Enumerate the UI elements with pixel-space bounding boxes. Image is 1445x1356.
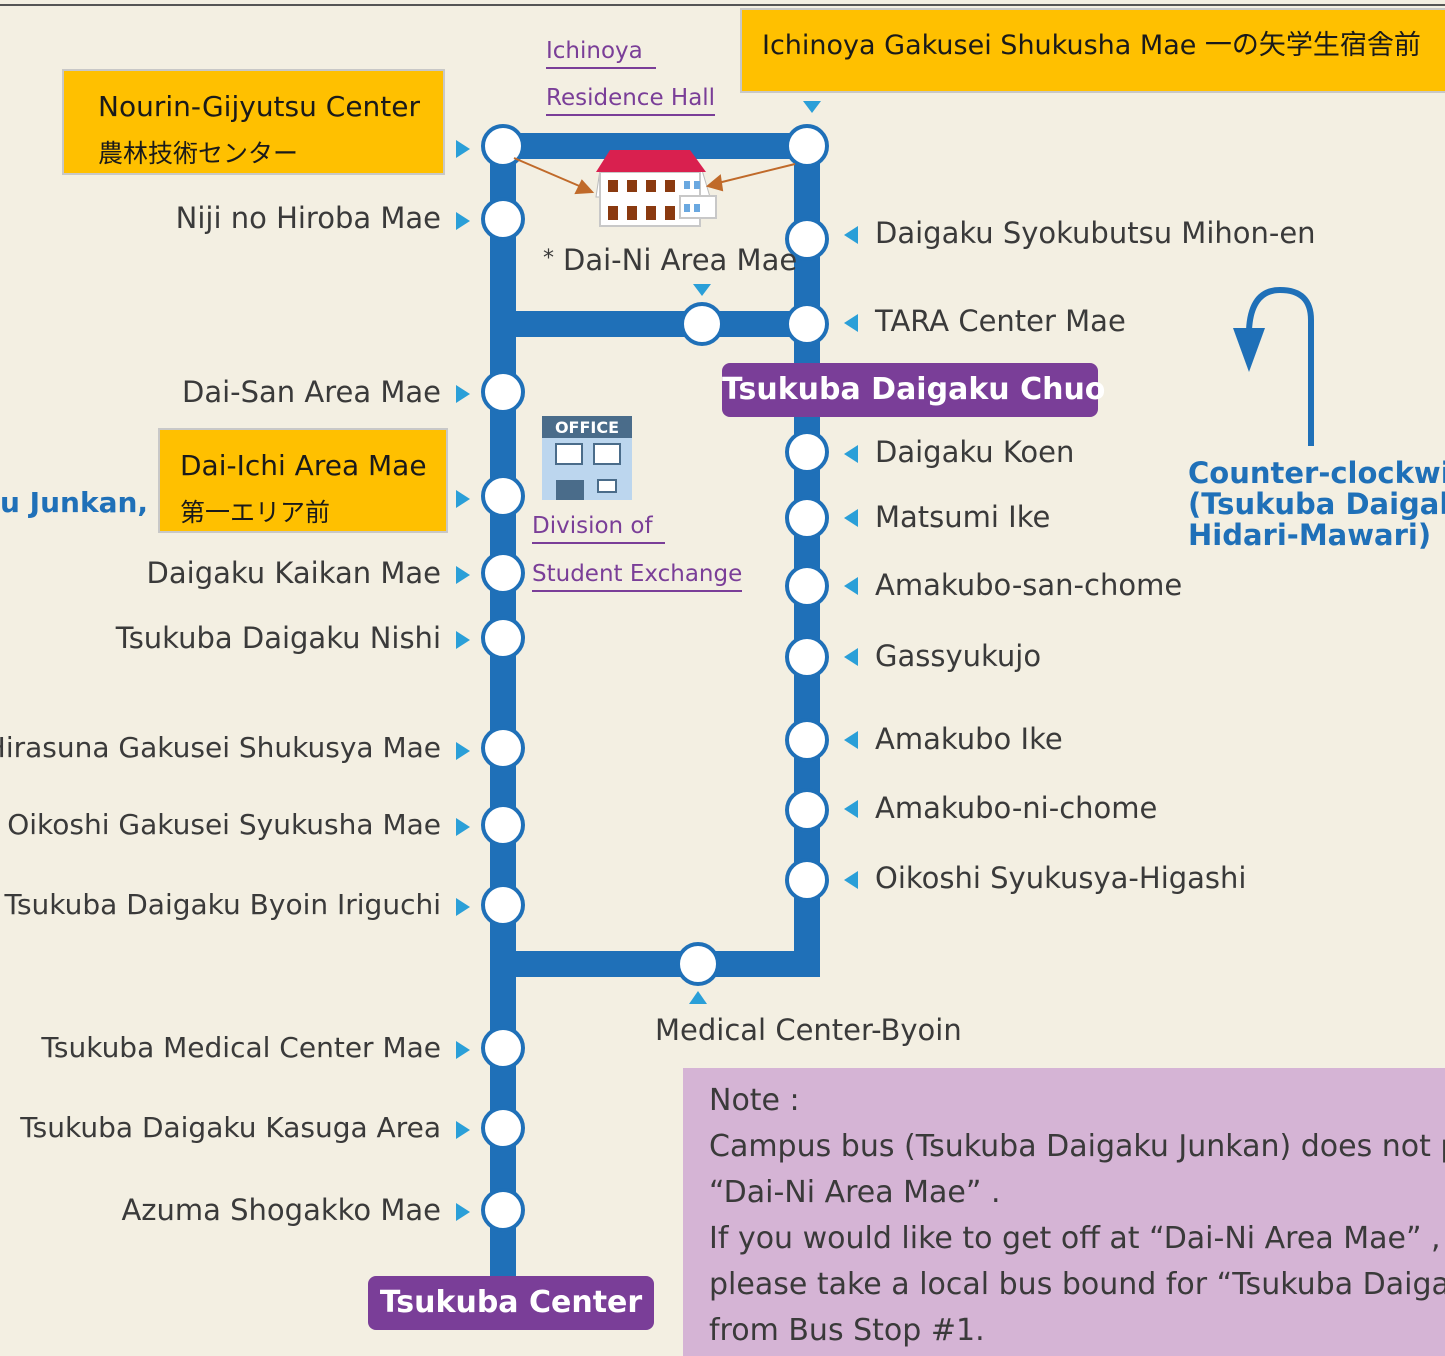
stop-circle-dai-san bbox=[481, 370, 525, 414]
highlight-dai-ichi: Dai-Ichi Area Mae 第一エリア前 bbox=[158, 428, 448, 533]
vertical-direction-arrows bbox=[689, 101, 821, 1004]
stop-circle-ni-chome bbox=[785, 788, 829, 832]
stop-label-koen: Daigaku Koen bbox=[875, 435, 1075, 469]
right-stop-circles bbox=[785, 124, 829, 902]
student-exchange-link-line1[interactable]: Division of bbox=[532, 515, 665, 544]
stop-circle-dai-ichi bbox=[481, 474, 525, 518]
left-direction-arrows bbox=[456, 140, 470, 1221]
stop-circle-koen bbox=[785, 430, 829, 474]
note-line-2: “Dai-Ni Area Mae” . bbox=[709, 1175, 1001, 1210]
residence-hall-icon bbox=[595, 150, 717, 227]
nourin-en-label: Nourin-Gijyutsu Center bbox=[98, 90, 421, 123]
stop-circle-hirasuna bbox=[481, 726, 525, 770]
counter-clockwise-line1: Counter-clockwis bbox=[1188, 456, 1445, 490]
stop-label-azuma: Azuma Shogakko Mae bbox=[121, 1193, 441, 1227]
dai-ichi-ja-label: 第一エリア前 bbox=[180, 498, 331, 527]
student-exchange-link-line2[interactable]: Student Exchange bbox=[532, 563, 743, 592]
stop-circle-ichinoya bbox=[785, 124, 829, 168]
nourin-ja-label: 農林技術センター bbox=[98, 139, 299, 168]
stop-circle-matsumi bbox=[785, 496, 829, 540]
stop-label-hirasuna: Hirasuna Gakusei Shukusya Mae bbox=[0, 731, 441, 764]
stop-label-matsumi: Matsumi Ike bbox=[875, 500, 1051, 534]
stop-label-byoin-iriguchi: Tsukuba Daigaku Byoin Iriguchi bbox=[4, 888, 442, 921]
counter-clockwise-line3: Hidari-Mawari) bbox=[1188, 518, 1432, 552]
stop-label-oikoshi-gakusei: Oikoshi Gakusei Syukusha Mae bbox=[7, 808, 441, 841]
stop-circle-medical-byoin bbox=[676, 942, 720, 986]
dai-ni-asterisk: * bbox=[543, 246, 554, 271]
office-building-icon: OFFICE bbox=[542, 416, 632, 500]
stop-circle-san-chome bbox=[785, 564, 829, 608]
highlight-nourin: Nourin-Gijyutsu Center 農林技術センター bbox=[62, 69, 445, 175]
partial-junkan-label: u Junkan, bbox=[0, 486, 149, 519]
highlight-ichinoya: Ichinoya Gakusei Shukusha Mae 一の矢学生宿舎前 bbox=[740, 8, 1445, 93]
stop-label-higashi: Oikoshi Syukusya-Higashi bbox=[875, 861, 1247, 895]
counter-clockwise-line2: (Tsukuba Daigaku bbox=[1188, 487, 1445, 521]
residence-leader-lines bbox=[513, 157, 796, 195]
stop-label-niji: Niji no Hiroba Mae bbox=[175, 201, 441, 235]
right-direction-arrows bbox=[844, 226, 858, 889]
stop-label-dai-ni: Dai-Ni Area Mae bbox=[563, 243, 798, 277]
note-title: Note : bbox=[709, 1083, 800, 1118]
stop-label-medical-center: Tsukuba Medical Center Mae bbox=[41, 1031, 441, 1064]
stop-circle-dai-ni bbox=[680, 302, 724, 346]
stop-label-medical-byoin: Medical Center-Byoin bbox=[655, 1013, 962, 1047]
stop-circle-kaikan bbox=[481, 551, 525, 595]
stop-circle-gassyukujo bbox=[785, 635, 829, 679]
stop-label-tara: TARA Center Mae bbox=[875, 304, 1126, 338]
stop-circle-tara bbox=[785, 302, 829, 346]
stop-circle-azuma bbox=[481, 1188, 525, 1232]
note-line-4: please take a local bus bound for “Tsuku… bbox=[709, 1267, 1445, 1302]
stop-circle-mihon-en bbox=[785, 217, 829, 261]
stop-label-mihon-en: Daigaku Syokubutsu Mihon-en bbox=[875, 216, 1316, 250]
note-line-1: Campus bus (Tsukuba Daigaku Junkan) does… bbox=[709, 1129, 1445, 1164]
stop-label-kaikan: Daigaku Kaikan Mae bbox=[146, 556, 441, 590]
stop-circle-byoin-iriguchi bbox=[481, 883, 525, 927]
connector-stop-circles bbox=[676, 302, 724, 986]
stop-label-nishi: Tsukuba Daigaku Nishi bbox=[115, 621, 441, 655]
hub-tsukuba-daigaku-chuo: Tsukuba Daigaku Chuo bbox=[722, 363, 1105, 417]
stop-label-gassyukujo: Gassyukujo bbox=[875, 639, 1042, 673]
stop-circle-higashi bbox=[785, 858, 829, 902]
stop-label-san-chome: Amakubo-san-chome bbox=[875, 568, 1183, 602]
stop-label-amakubo-ike: Amakubo Ike bbox=[875, 722, 1063, 756]
stop-circle-niji bbox=[481, 197, 525, 241]
stop-label-ni-chome: Amakubo-ni-chome bbox=[875, 791, 1158, 825]
stop-label-dai-san: Dai-San Area Mae bbox=[182, 375, 441, 409]
left-stop-circles bbox=[481, 124, 525, 1232]
note-line-3: If you would like to get off at “Dai-Ni … bbox=[709, 1221, 1441, 1256]
stop-circle-oikoshi-gakusei bbox=[481, 803, 525, 847]
note-box: Note : Campus bus (Tsukuba Daigaku Junka… bbox=[683, 1068, 1445, 1356]
note-line-5: from Bus Stop #1. bbox=[709, 1313, 985, 1348]
residence-hall-link-line1[interactable]: Ichinoya bbox=[546, 40, 656, 69]
stop-circle-medical-center bbox=[481, 1026, 525, 1070]
ichinoya-label: Ichinoya Gakusei Shukusha Mae 一の矢学生宿舎前 bbox=[762, 30, 1421, 61]
stop-circle-kasuga bbox=[481, 1106, 525, 1150]
counter-clockwise-arrow-icon bbox=[1233, 286, 1314, 446]
office-sign-text: OFFICE bbox=[555, 418, 619, 437]
dai-ichi-en-label: Dai-Ichi Area Mae bbox=[180, 449, 427, 482]
hub-tsukuba-center: Tsukuba Center bbox=[368, 1276, 654, 1330]
stop-circle-nourin bbox=[481, 124, 525, 168]
stop-circle-amakubo-ike bbox=[785, 718, 829, 762]
stop-circle-nishi bbox=[481, 616, 525, 660]
residence-hall-link-line2[interactable]: Residence Hall bbox=[546, 87, 716, 116]
stop-label-kasuga: Tsukuba Daigaku Kasuga Area bbox=[20, 1111, 441, 1144]
